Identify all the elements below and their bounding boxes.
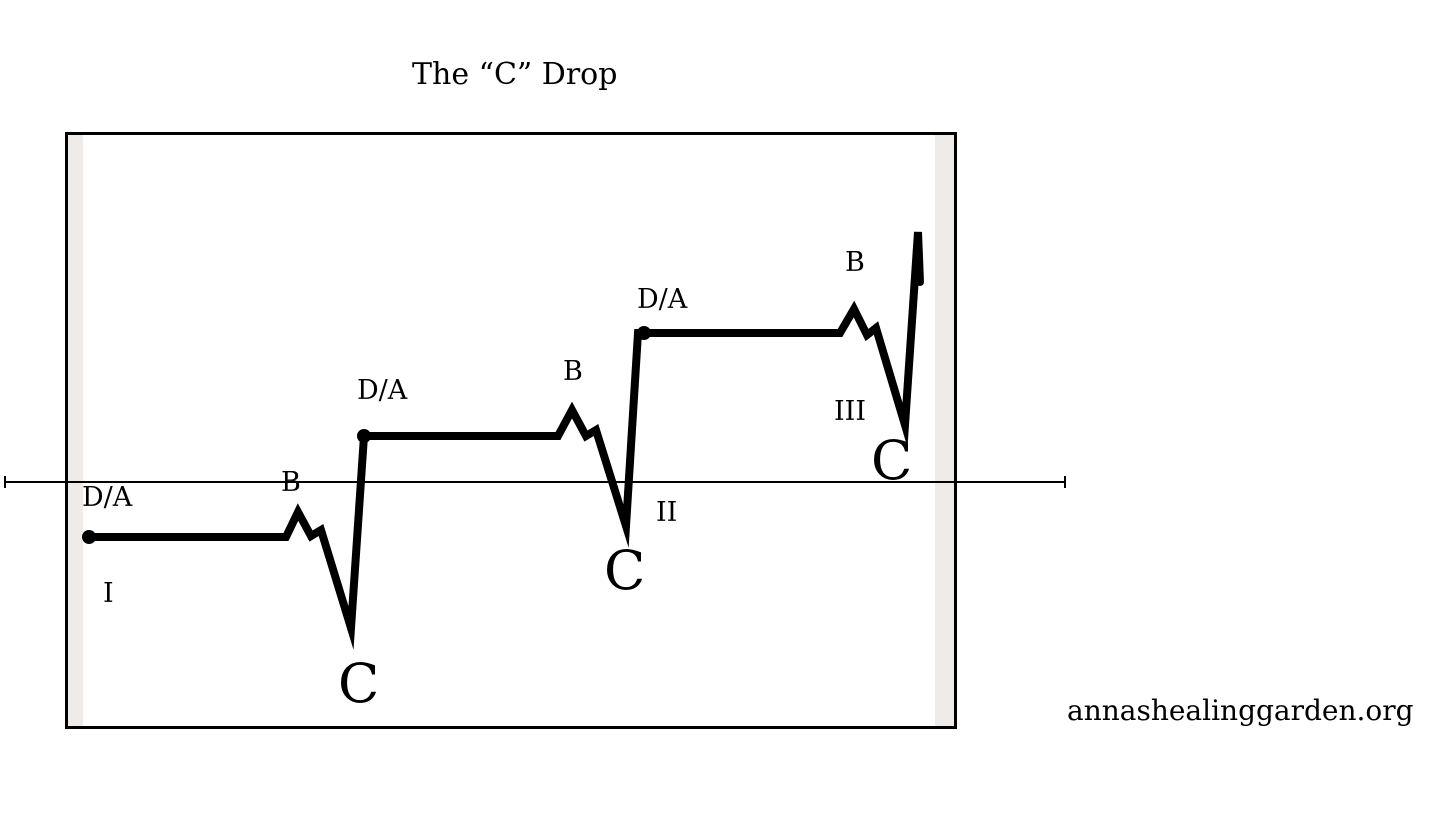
stage-1: D/A B C I [82, 467, 379, 715]
start-dot-2 [357, 429, 371, 443]
stage-1-start-label: D/A [82, 482, 133, 513]
baseline-axis [4, 476, 1066, 488]
diagram-frame [65, 132, 957, 729]
stage-2-drop-label: C [604, 539, 645, 602]
frame-border [65, 132, 957, 729]
stage-1-peak-label: B [281, 467, 301, 498]
stage-1-drop-label: C [338, 652, 379, 715]
stage-2-peak-label: B [563, 356, 583, 387]
start-dot-3 [637, 326, 651, 340]
frame-band-right [935, 134, 955, 726]
stage-3-start-label: D/A [637, 284, 688, 315]
stage-3-drop-label: C [871, 429, 912, 492]
stage-2-numeral: II [656, 497, 677, 528]
stage-3-peak-label: B [845, 247, 865, 278]
diagram-title: The “C” Drop [412, 57, 617, 92]
frame-band-left [68, 134, 83, 726]
stage-2-start-label: D/A [357, 375, 408, 406]
website-credit: annashealinggarden.org [1067, 694, 1414, 727]
stage-3: D/A B C III [637, 247, 912, 492]
c-drop-trace [85, 231, 924, 650]
start-dot-1 [82, 530, 96, 544]
stage-3-numeral: III [834, 396, 866, 427]
stage-2: D/A B C II [357, 356, 677, 602]
stage-1-numeral: I [103, 578, 114, 609]
